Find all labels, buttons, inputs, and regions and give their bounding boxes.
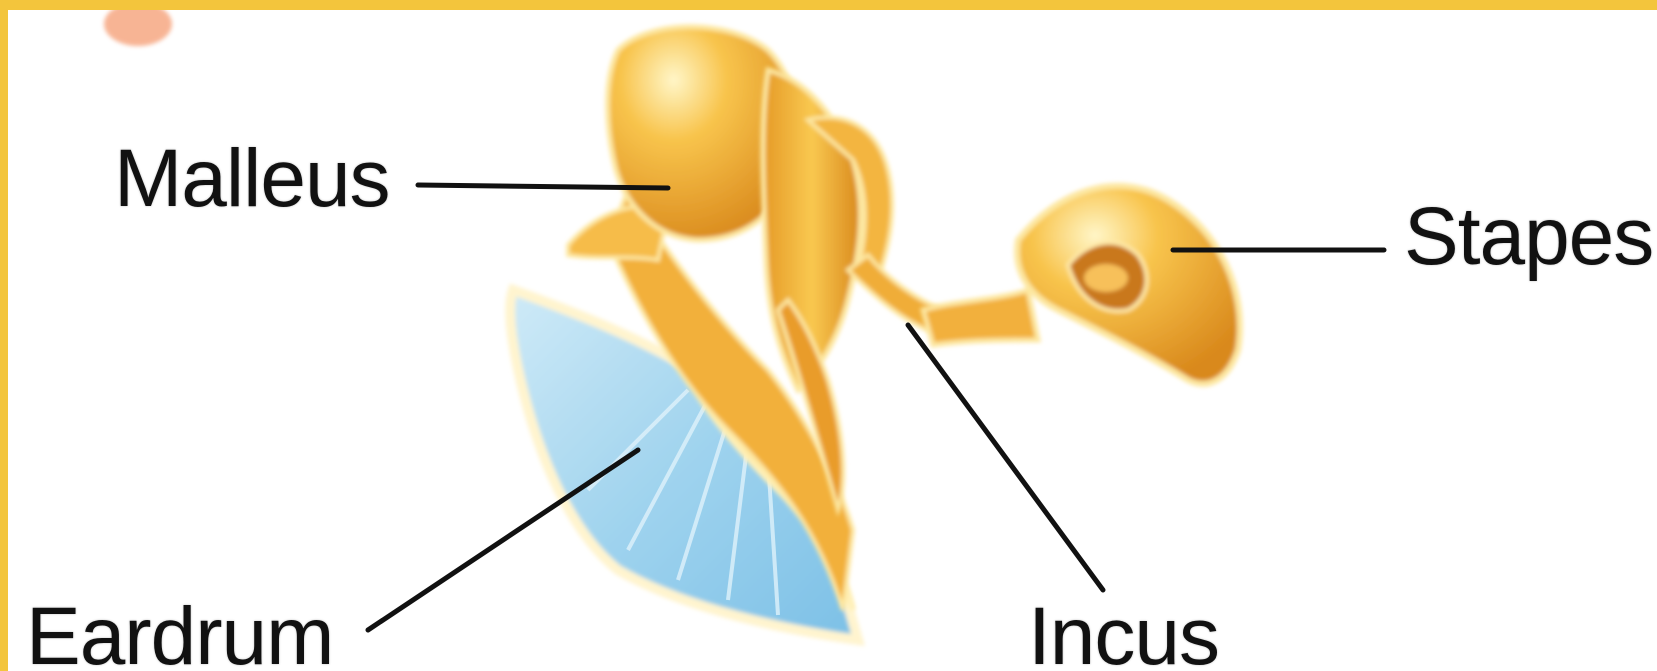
- malleus-leader-line: [418, 185, 668, 188]
- ossicles-illustration: [8, 10, 1657, 671]
- label-stapes: Stapes: [1404, 196, 1653, 278]
- incus-leader-line: [908, 325, 1103, 590]
- label-eardrum: Eardrum: [26, 596, 333, 671]
- label-incus: Incus: [1028, 596, 1219, 671]
- label-malleus: Malleus: [114, 138, 390, 220]
- stapes-bone: [923, 186, 1240, 384]
- corner-blob-icon: [104, 10, 172, 46]
